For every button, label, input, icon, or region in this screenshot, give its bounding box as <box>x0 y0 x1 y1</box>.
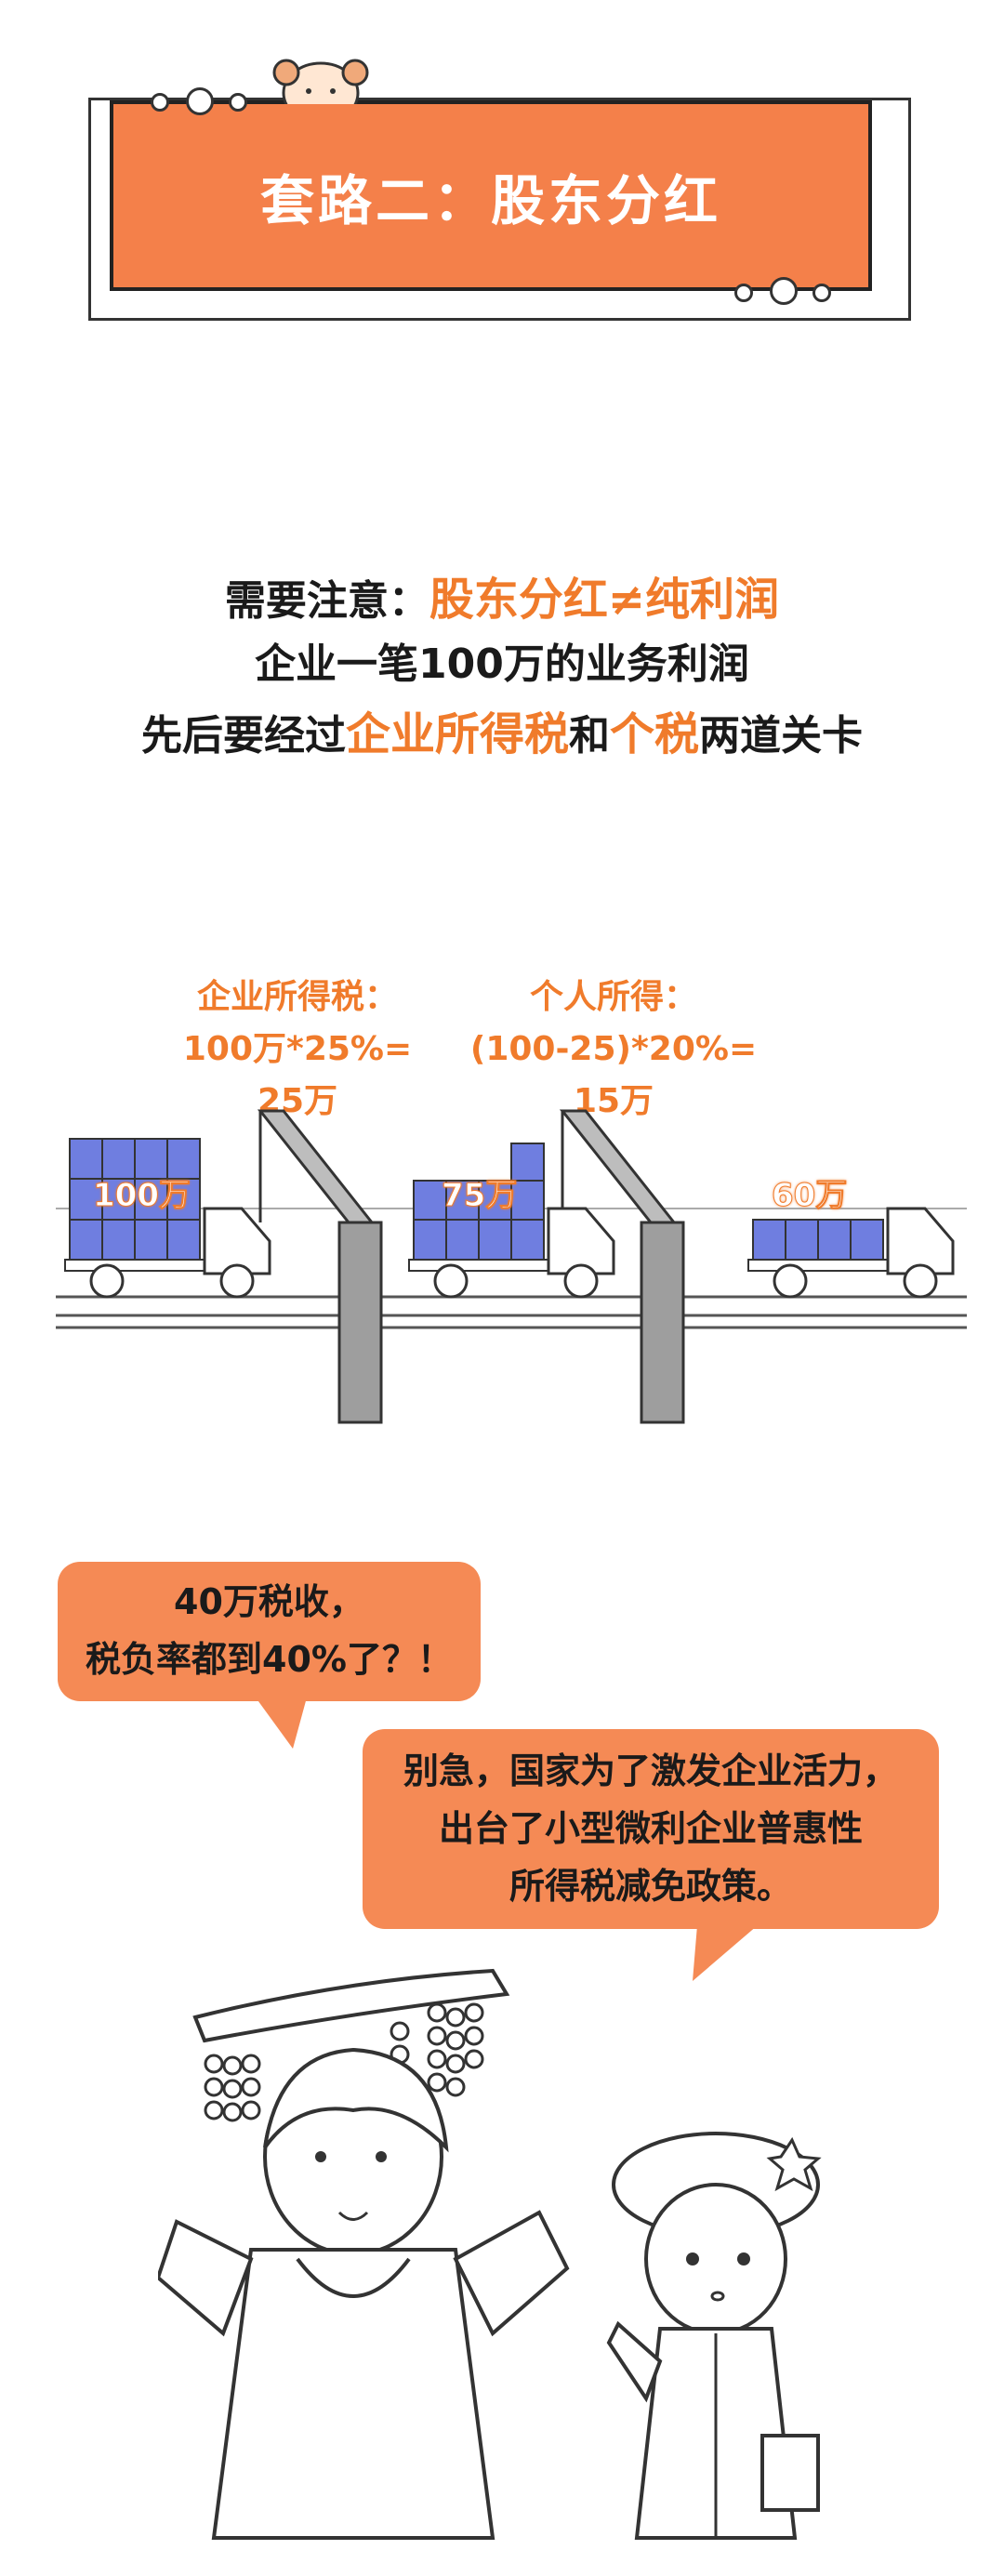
bubble-text: 别急，国家为了激发企业活力， <box>403 1750 898 1791</box>
truck-3 <box>747 1207 955 1299</box>
corporate-tax-label: 企业所得税： 100万*25%= 25万 <box>149 971 446 1128</box>
page-title: 套路二：股东分红 <box>259 168 721 232</box>
notice-highlight: 企业所得税 <box>345 708 569 760</box>
decor-dot <box>812 284 831 302</box>
tax-label-line: 100万*25%= <box>182 1030 413 1068</box>
notice-highlight: 个税 <box>610 708 700 760</box>
truck-1 <box>64 1138 271 1299</box>
official-character-icon <box>606 2132 822 2540</box>
truck-1-value: 100万 <box>93 1177 192 1215</box>
truck-2 <box>408 1143 615 1299</box>
personal-tax-label: 个人所得： (100-25)*20%= 15万 <box>456 971 772 1128</box>
bubble-text: 40万税收， <box>174 1581 364 1622</box>
decor-dot <box>770 277 798 305</box>
notice-line-3: 先后要经过企业所得税和个税两道关卡 <box>0 697 1004 762</box>
speech-bubble-2: 别急，国家为了激发企业活力， 出台了小型微利企业普惠性 所得税减免政策。 <box>363 1729 939 1929</box>
bubble-tail-2 <box>693 1925 758 1981</box>
tax-label-line: 企业所得税： <box>196 978 398 1016</box>
toll-gate-2 <box>559 1109 685 1424</box>
truck-3-value: 60万 <box>771 1177 848 1215</box>
truck-2-value: 75万 <box>441 1177 518 1215</box>
decor-dot <box>151 93 169 112</box>
notice-text: 两道关卡 <box>699 712 864 760</box>
notice-prefix: 需要注意： <box>224 577 429 625</box>
bubble-text: 所得税减免政策。 <box>509 1866 792 1907</box>
notice-line-1: 需要注意：股东分红≠纯利润 <box>0 562 1004 627</box>
decor-dot <box>229 93 247 112</box>
toll-gate-1 <box>257 1109 383 1424</box>
notice-line-2: 企业一笔100万的业务利润 <box>255 641 749 688</box>
character-head-icon <box>272 59 369 104</box>
notice-text: 先后要经过 <box>140 712 346 760</box>
emperor-character-icon <box>158 1968 570 2540</box>
speech-bubble-1: 40万税收， 税负率都到40%了？！ <box>58 1562 481 1701</box>
tax-label-line: 个人所得： <box>529 978 697 1016</box>
bubble-text: 出台了小型微利企业普惠性 <box>438 1808 863 1849</box>
decor-dot <box>734 284 753 302</box>
title-frame <box>88 98 911 321</box>
road-illustration <box>56 1109 967 1424</box>
notice-text: 和 <box>569 712 610 760</box>
decor-dot <box>186 87 214 115</box>
bubble-tail-1 <box>256 1698 307 1749</box>
title-banner: 套路二：股东分红 <box>110 100 872 291</box>
tax-label-line: (100-25)*20%= <box>469 1030 758 1068</box>
bubble-text: 税负率都到40%了？！ <box>86 1639 453 1680</box>
notice-highlight: 股东分红≠纯利润 <box>429 574 780 626</box>
